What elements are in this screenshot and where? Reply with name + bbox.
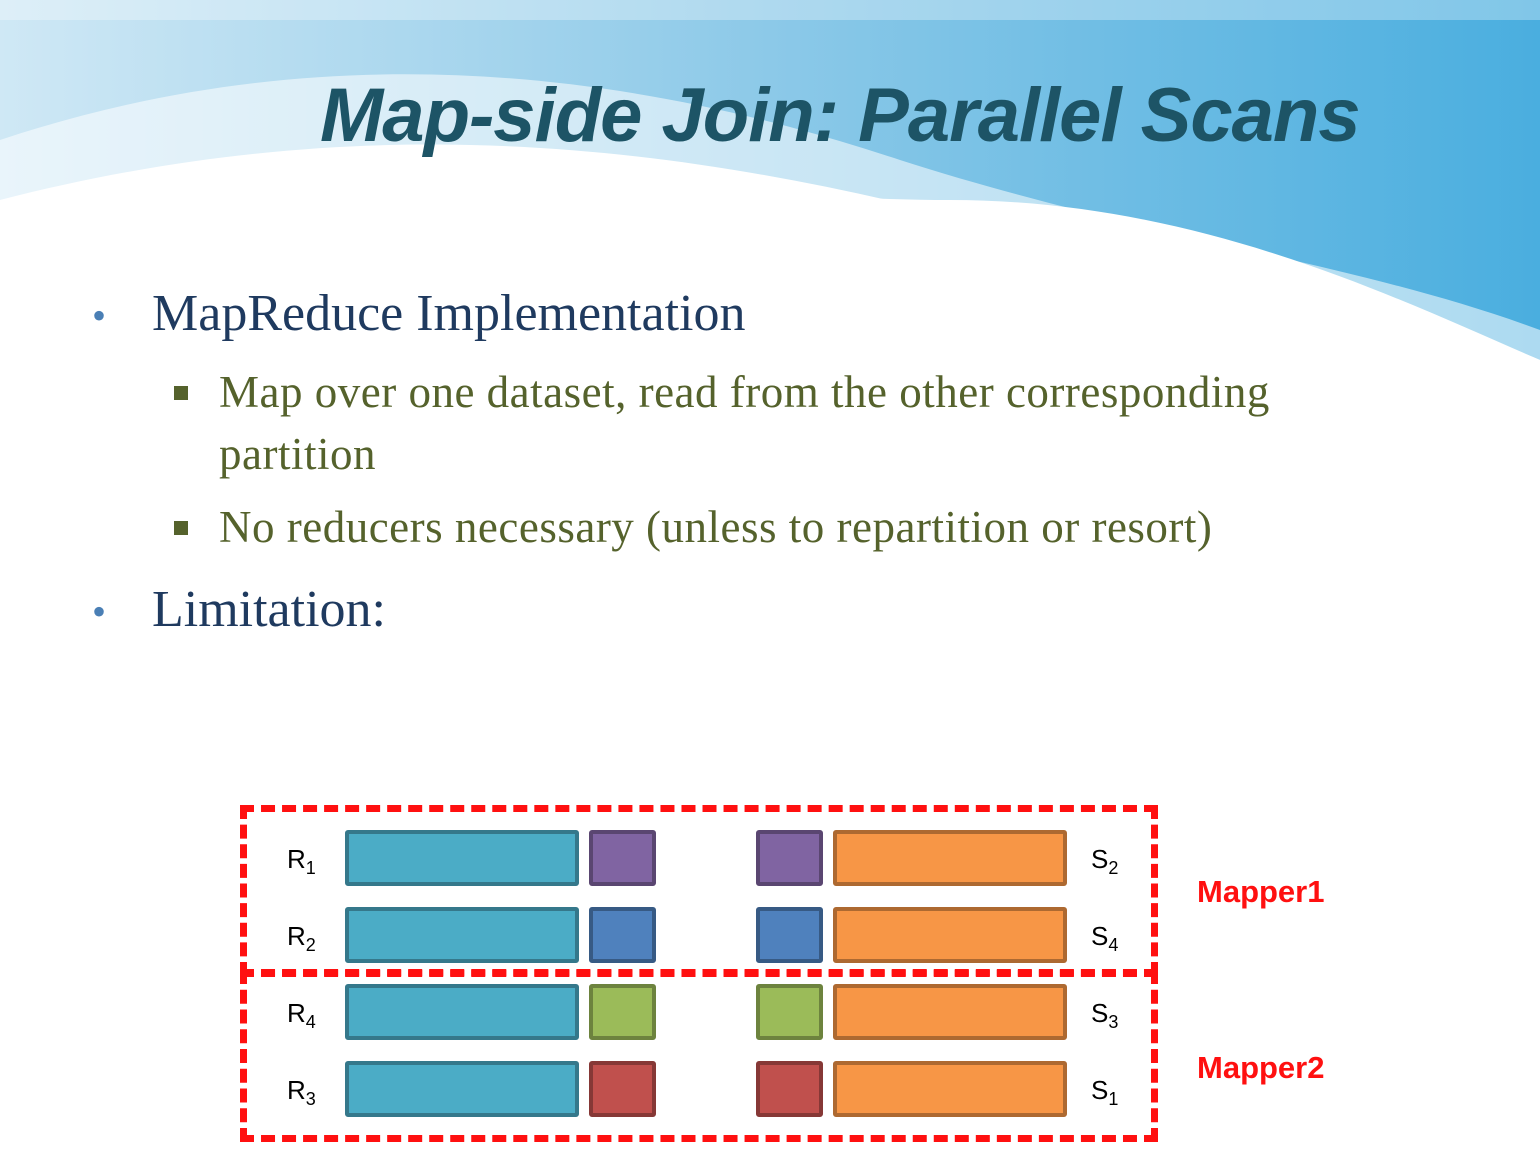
s-partition-label: S1 <box>1091 1075 1119 1110</box>
r-partition-label: R2 <box>287 921 316 956</box>
mapper2-box <box>240 970 1158 1142</box>
sub-bullet-map-over-cont: partition <box>219 429 376 479</box>
s-partition-label: S4 <box>1091 921 1119 956</box>
wave-background <box>0 0 1540 360</box>
r-data-block <box>345 984 579 1040</box>
s-data-block <box>833 984 1067 1040</box>
r-data-block <box>345 830 579 886</box>
bullet-dot: • <box>92 589 107 634</box>
s-key-block <box>756 907 823 963</box>
s-partition-label: S3 <box>1091 998 1119 1033</box>
s-partition-label: S2 <box>1091 844 1119 879</box>
sub-bullet-square <box>174 521 188 535</box>
r-key-block <box>589 984 656 1040</box>
s-key-block <box>756 1061 823 1117</box>
sub-bullet-map-over: Map over one dataset, read from the othe… <box>219 367 1270 417</box>
s-data-block <box>833 907 1067 963</box>
r-key-block <box>589 830 656 886</box>
r-partition-label: R4 <box>287 998 316 1033</box>
r-data-block <box>345 907 579 963</box>
s-key-block <box>756 830 823 886</box>
sub-bullet-no-reducers: No reducers necessary (unless to reparti… <box>219 502 1213 552</box>
slide-title: Map-side Join: Parallel Scans <box>320 73 1361 158</box>
bullet-dot: • <box>92 293 107 338</box>
s-key-block <box>756 984 823 1040</box>
mapper1-label: Mapper1 <box>1197 874 1325 909</box>
bullet-limitation: Limitation: <box>152 581 386 638</box>
r-partition-label: R3 <box>287 1075 316 1110</box>
r-data-block <box>345 1061 579 1117</box>
bullet-mapreduce: MapReduce Implementation <box>152 285 746 342</box>
s-data-block <box>833 1061 1067 1117</box>
r-key-block <box>589 1061 656 1117</box>
r-partition-label: R1 <box>287 844 316 879</box>
mapper2-label: Mapper2 <box>1197 1050 1325 1085</box>
r-key-block <box>589 907 656 963</box>
s-data-block <box>833 830 1067 886</box>
sub-bullet-square <box>174 386 188 400</box>
